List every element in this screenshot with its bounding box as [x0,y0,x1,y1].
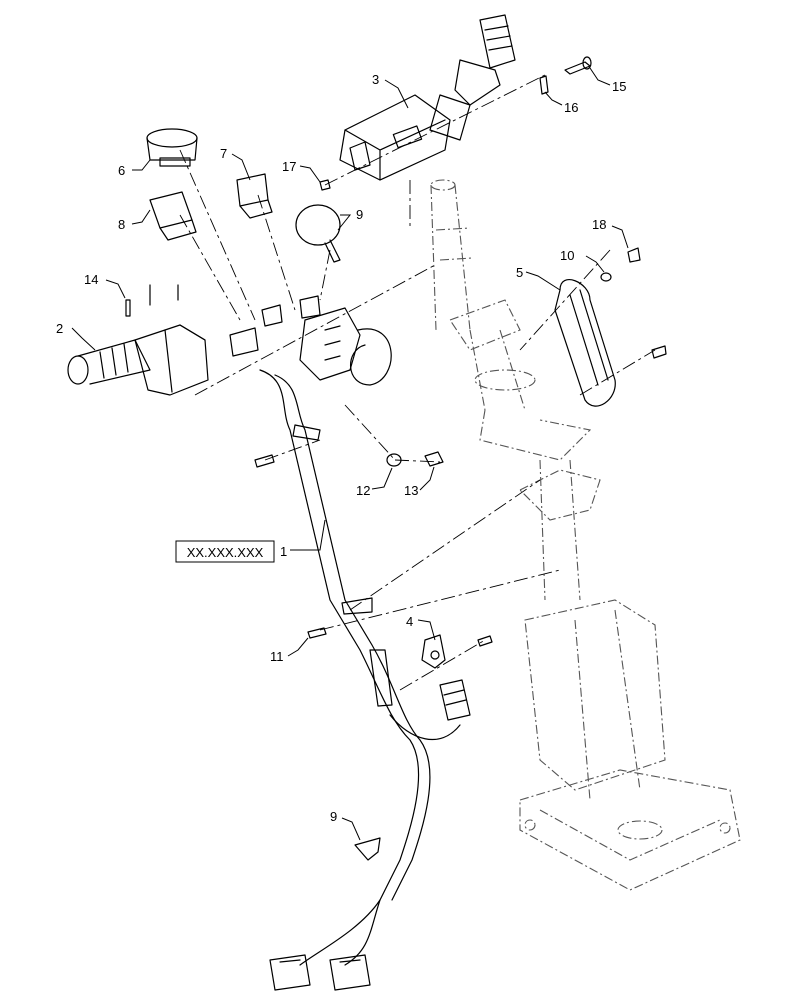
callout-10: 10 [560,248,574,263]
switch-8 [149,191,197,241]
callout-15: 15 [612,79,626,94]
shuttle-lever [339,14,516,181]
screw-lower [254,454,275,468]
callout-9-bottom: 9 [330,809,337,824]
callout-4: 4 [406,614,413,629]
callout-2: 2 [56,321,63,336]
washer-16 [539,75,549,95]
part-number-box: XX.XXX.XXX [175,540,275,563]
leader-lines [71,67,629,841]
nut-17 [319,179,331,191]
callout-16: 16 [564,100,578,115]
nut-13 [424,451,444,467]
callout-8: 8 [118,217,125,232]
callout-11: 11 [270,649,284,664]
belt-5 [554,279,616,407]
screw-right [651,345,667,359]
callout-12: 12 [356,483,370,498]
washer-12 [386,453,402,467]
screw-15 [564,56,592,75]
clip-4 [421,634,446,669]
callout-13: 13 [404,483,418,498]
multifunction-lever [67,324,209,396]
switch-6 [146,128,198,167]
callouts: 1 2 3 4 5 6 7 8 9 9 10 11 12 13 14 15 16… [56,72,626,824]
washer-10 [600,272,612,282]
screws-14 [125,284,179,317]
assembly-lines [179,74,656,691]
harness-connectors [229,295,392,386]
callout-3: 3 [372,72,379,87]
callout-7: 7 [220,146,227,161]
callout-17: 17 [282,159,296,174]
part-number-label: XX.XXX.XXX [187,545,264,560]
steering-column-ghost [430,179,741,891]
switch-7 [236,173,273,219]
connector-small [439,679,471,721]
wiring-harness [259,369,461,991]
callout-6: 6 [118,163,125,178]
cable-tie-9-top [295,204,341,263]
cable-tie-9-bottom [354,837,381,861]
screw-11 [307,627,327,639]
callout-9-top: 9 [356,207,363,222]
callout-1: 1 [280,544,287,559]
callout-18: 18 [592,217,606,232]
callout-5: 5 [516,265,523,280]
screw-18 [627,247,641,263]
bolt-4 [477,635,493,647]
callout-14: 14 [84,272,98,287]
